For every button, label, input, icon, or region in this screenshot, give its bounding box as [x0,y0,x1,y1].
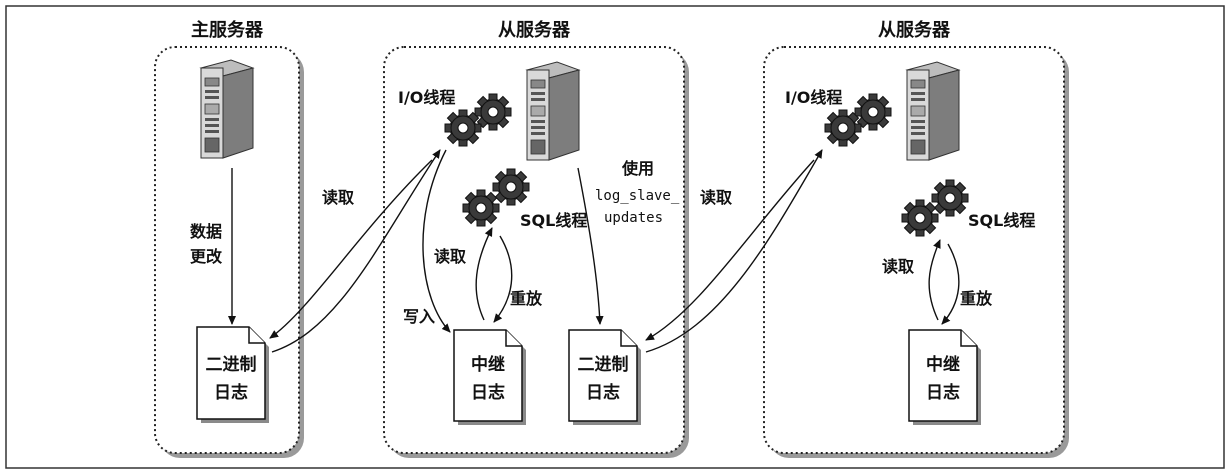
relay-read-arrow [475,227,493,321]
log-slave-label-2: updates [604,210,663,226]
slave1-title: 从服务器 [498,19,571,41]
slave1-sql-thread-label: SQL线程 [520,211,587,230]
slave2-sql-gear-icon [901,199,939,237]
replay-arrow-2 [941,243,960,325]
slave1-sql-gear-icon [462,189,500,227]
slave1-relay-label-1: 中继 [471,354,505,375]
replay-label-1: 重放 [510,289,543,308]
slave1-binlog-doc: 二进制 日志 [568,329,641,425]
use-label: 使用 [621,159,654,178]
data-change-label-2: 更改 [190,247,223,266]
slave1-binlog-label-2: 日志 [586,382,620,403]
slave1-relay-label-2: 日志 [471,382,505,403]
slave2-relay-label-1: 中继 [926,354,960,375]
slave2-io-thread-label: I/O线程 [785,88,842,107]
slave1-io-gear-icon [444,109,482,147]
slave2-sql-thread-label: SQL线程 [968,211,1035,230]
read-label-1: 读取 [322,188,354,207]
slave1-server-icon [526,61,580,161]
replay-arrow [493,235,513,323]
outer-frame [5,5,1225,469]
read-arrow-2 [645,149,823,353]
relay-read-label-2: 读取 [882,257,914,276]
master-binlog-label-1: 二进制 [206,354,257,375]
slave2-server-icon [906,61,960,161]
read-arrow-1 [271,149,441,353]
slave2-io-gear-icon [824,109,862,147]
replay-label-2: 重放 [960,289,993,308]
read-label-2: 读取 [700,188,732,207]
master-title: 主服务器 [191,19,264,41]
slave1-io-thread-label: I/O线程 [398,88,455,107]
slave2-relay-label-2: 日志 [926,382,960,403]
relay-read-arrow-2 [928,239,941,321]
read-return-arrow-1 [269,159,433,339]
slave1-sql-gear-icon [492,168,530,206]
slave1-relay-doc: 中继 日志 [453,329,526,425]
slave1-binlog-label-1: 二进制 [578,354,629,375]
master-server-icon [200,59,254,159]
data-change-label-1: 数据 [190,222,222,241]
write-arrow [422,149,451,333]
slave2-panel: 从服务器 [763,19,1069,458]
slave2-title: 从服务器 [878,19,951,41]
log-slave-label-1: log_slave_ [595,188,680,204]
master-binlog-label-2: 日志 [214,382,248,403]
slave2-sql-gear-icon [931,179,969,217]
read-return-arrow-2 [645,159,815,341]
relay-read-label-1: 读取 [434,247,466,266]
log-slave-updates-arrow [577,167,604,325]
master-binlog-doc: 二进制 日志 [196,326,269,423]
slave2-relay-doc: 中继 日志 [908,329,981,425]
write-label: 写入 [403,307,435,326]
